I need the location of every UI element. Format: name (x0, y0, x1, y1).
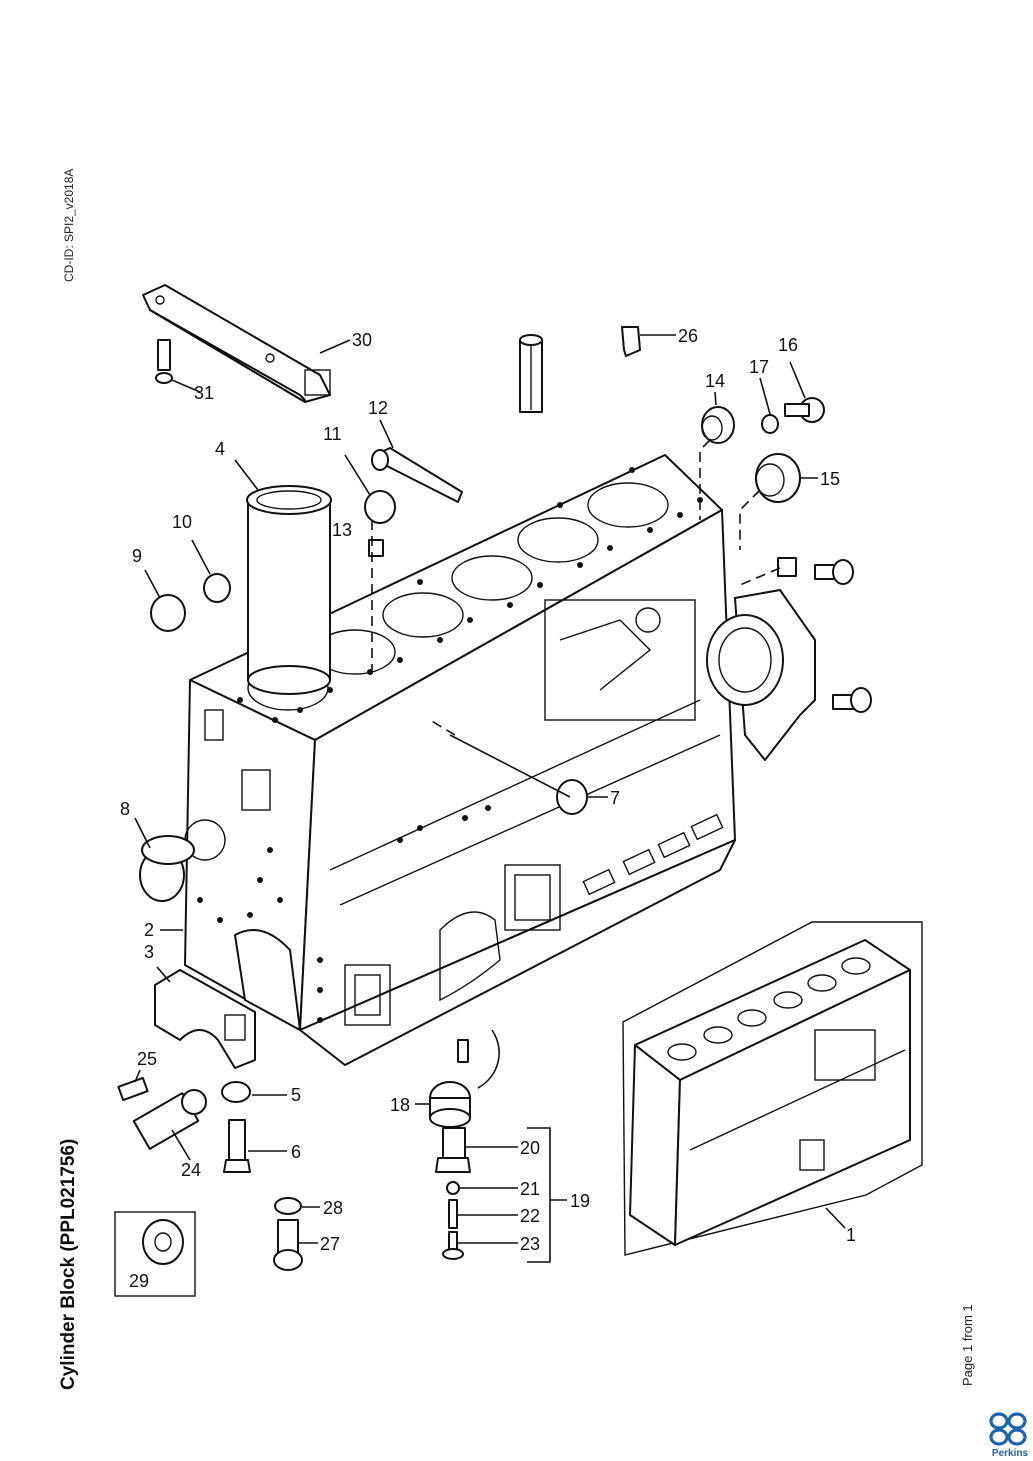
assembly-dash-lines (371, 439, 781, 736)
washer-5 (221, 1081, 251, 1103)
callout-30: 30 (352, 330, 372, 350)
callout-19: 19 (570, 1191, 590, 1211)
bolt-6 (223, 1119, 251, 1173)
core-plugs-right (701, 397, 825, 503)
cylinder-liner (246, 485, 332, 695)
washer-28 (274, 1197, 302, 1215)
callout-24: 24 (181, 1160, 201, 1180)
plug-10 (203, 573, 231, 603)
callout-11: 11 (323, 424, 342, 444)
camshaft-bush-8 (139, 835, 195, 902)
brand-name: Perkins (991, 1448, 1029, 1459)
callout-8: 8 (120, 799, 130, 819)
screw-27 (273, 1219, 303, 1271)
callout-13: 13 (332, 520, 352, 540)
plug-29 (142, 1219, 184, 1265)
inset-29-frame (114, 1211, 196, 1297)
callout-23: 23 (520, 1234, 540, 1254)
callout-1: 1 (846, 1225, 856, 1245)
callout-9: 9 (132, 546, 142, 566)
dowel-25 (117, 1076, 149, 1102)
plug-7 (556, 779, 588, 815)
dowel-13 (368, 539, 384, 557)
callout-27: 27 (320, 1234, 340, 1254)
main-bearing-cap (154, 969, 256, 1069)
callout-28: 28 (323, 1198, 343, 1218)
sleeve-24 (132, 1089, 207, 1150)
rear-adapter-plate (706, 589, 816, 761)
top-rail (142, 284, 331, 403)
callout-5: 5 (291, 1085, 301, 1105)
callout-25: 25 (137, 1049, 157, 1069)
piston-cooling-jet (429, 1029, 500, 1128)
leader-lines (134, 334, 846, 1263)
callout-21: 21 (520, 1179, 540, 1199)
plug-26 (621, 326, 641, 357)
callout-14: 14 (705, 371, 725, 391)
callout-26: 26 (678, 326, 698, 346)
callout-29: 29 (129, 1271, 149, 1291)
dowel-tube (519, 334, 543, 413)
inset-engine-view (622, 921, 923, 1256)
callout-4: 4 (215, 439, 225, 459)
callout-labels: 1 2 3 4 5 6 7 8 9 10 11 12 13 14 15 16 1… (120, 326, 856, 1291)
callout-22: 22 (520, 1206, 540, 1226)
callout-12: 12 (368, 398, 388, 418)
perkins-logo-icon (989, 1412, 1027, 1446)
callout-2: 2 (144, 920, 154, 940)
callout-16: 16 (778, 335, 798, 355)
oil-tube-12 (371, 447, 463, 503)
callout-6: 6 (291, 1142, 301, 1162)
callout-7: 7 (610, 788, 620, 808)
plug-9 (150, 594, 186, 632)
callout-18: 18 (390, 1095, 410, 1115)
callout-20: 20 (520, 1138, 540, 1158)
jet-valve-parts (435, 1127, 471, 1260)
plug-11 (364, 490, 396, 524)
callout-17: 17 (749, 357, 769, 377)
callout-31: 31 (194, 383, 214, 403)
callout-3: 3 (144, 942, 154, 962)
callout-15: 15 (820, 469, 840, 489)
rear-bolts (777, 557, 872, 713)
callout-10: 10 (172, 512, 192, 532)
